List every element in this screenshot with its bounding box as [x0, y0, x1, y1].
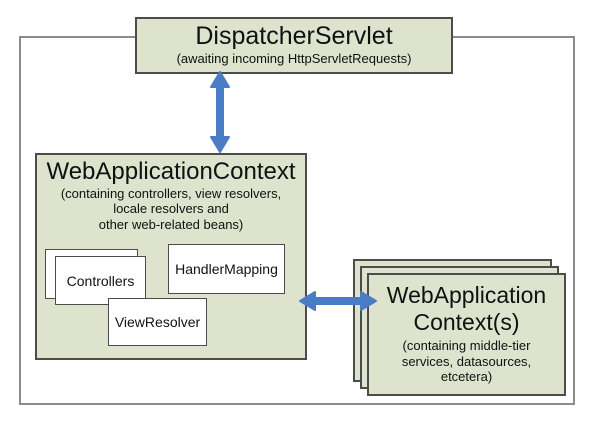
double-arrow-horizontal-icon [299, 291, 377, 311]
middle-tier-context-box: WebApplication Context(s) (containing mi… [367, 273, 566, 396]
controllers-bean-box: Controllers [55, 256, 146, 305]
dispatcher-servlet-box: DispatcherServlet (awaiting incoming Htt… [135, 17, 453, 74]
middle-tier-context-subtitle: (containing middle-tier services, dataso… [401, 338, 532, 385]
view-resolver-bean-box: ViewResolver [108, 298, 207, 346]
web-application-context-subtitle: (containing controllers, view resolvers,… [60, 185, 282, 233]
controllers-label: Controllers [66, 272, 135, 289]
middle-tier-context-title: WebApplication Context(s) [386, 282, 547, 336]
handler-mapping-bean-box: HandlerMapping [168, 244, 285, 294]
web-application-context-box: WebApplicationContext (containing contro… [35, 153, 307, 360]
dispatcher-servlet-title: DispatcherServlet [195, 22, 393, 50]
web-application-context-title: WebApplicationContext [46, 158, 296, 185]
dispatcher-servlet-subtitle: (awaiting incoming HttpServletRequests) [176, 50, 412, 66]
view-resolver-label: ViewResolver [114, 314, 201, 330]
double-arrow-vertical-icon [210, 71, 230, 153]
handler-mapping-label: HandlerMapping [175, 261, 278, 277]
